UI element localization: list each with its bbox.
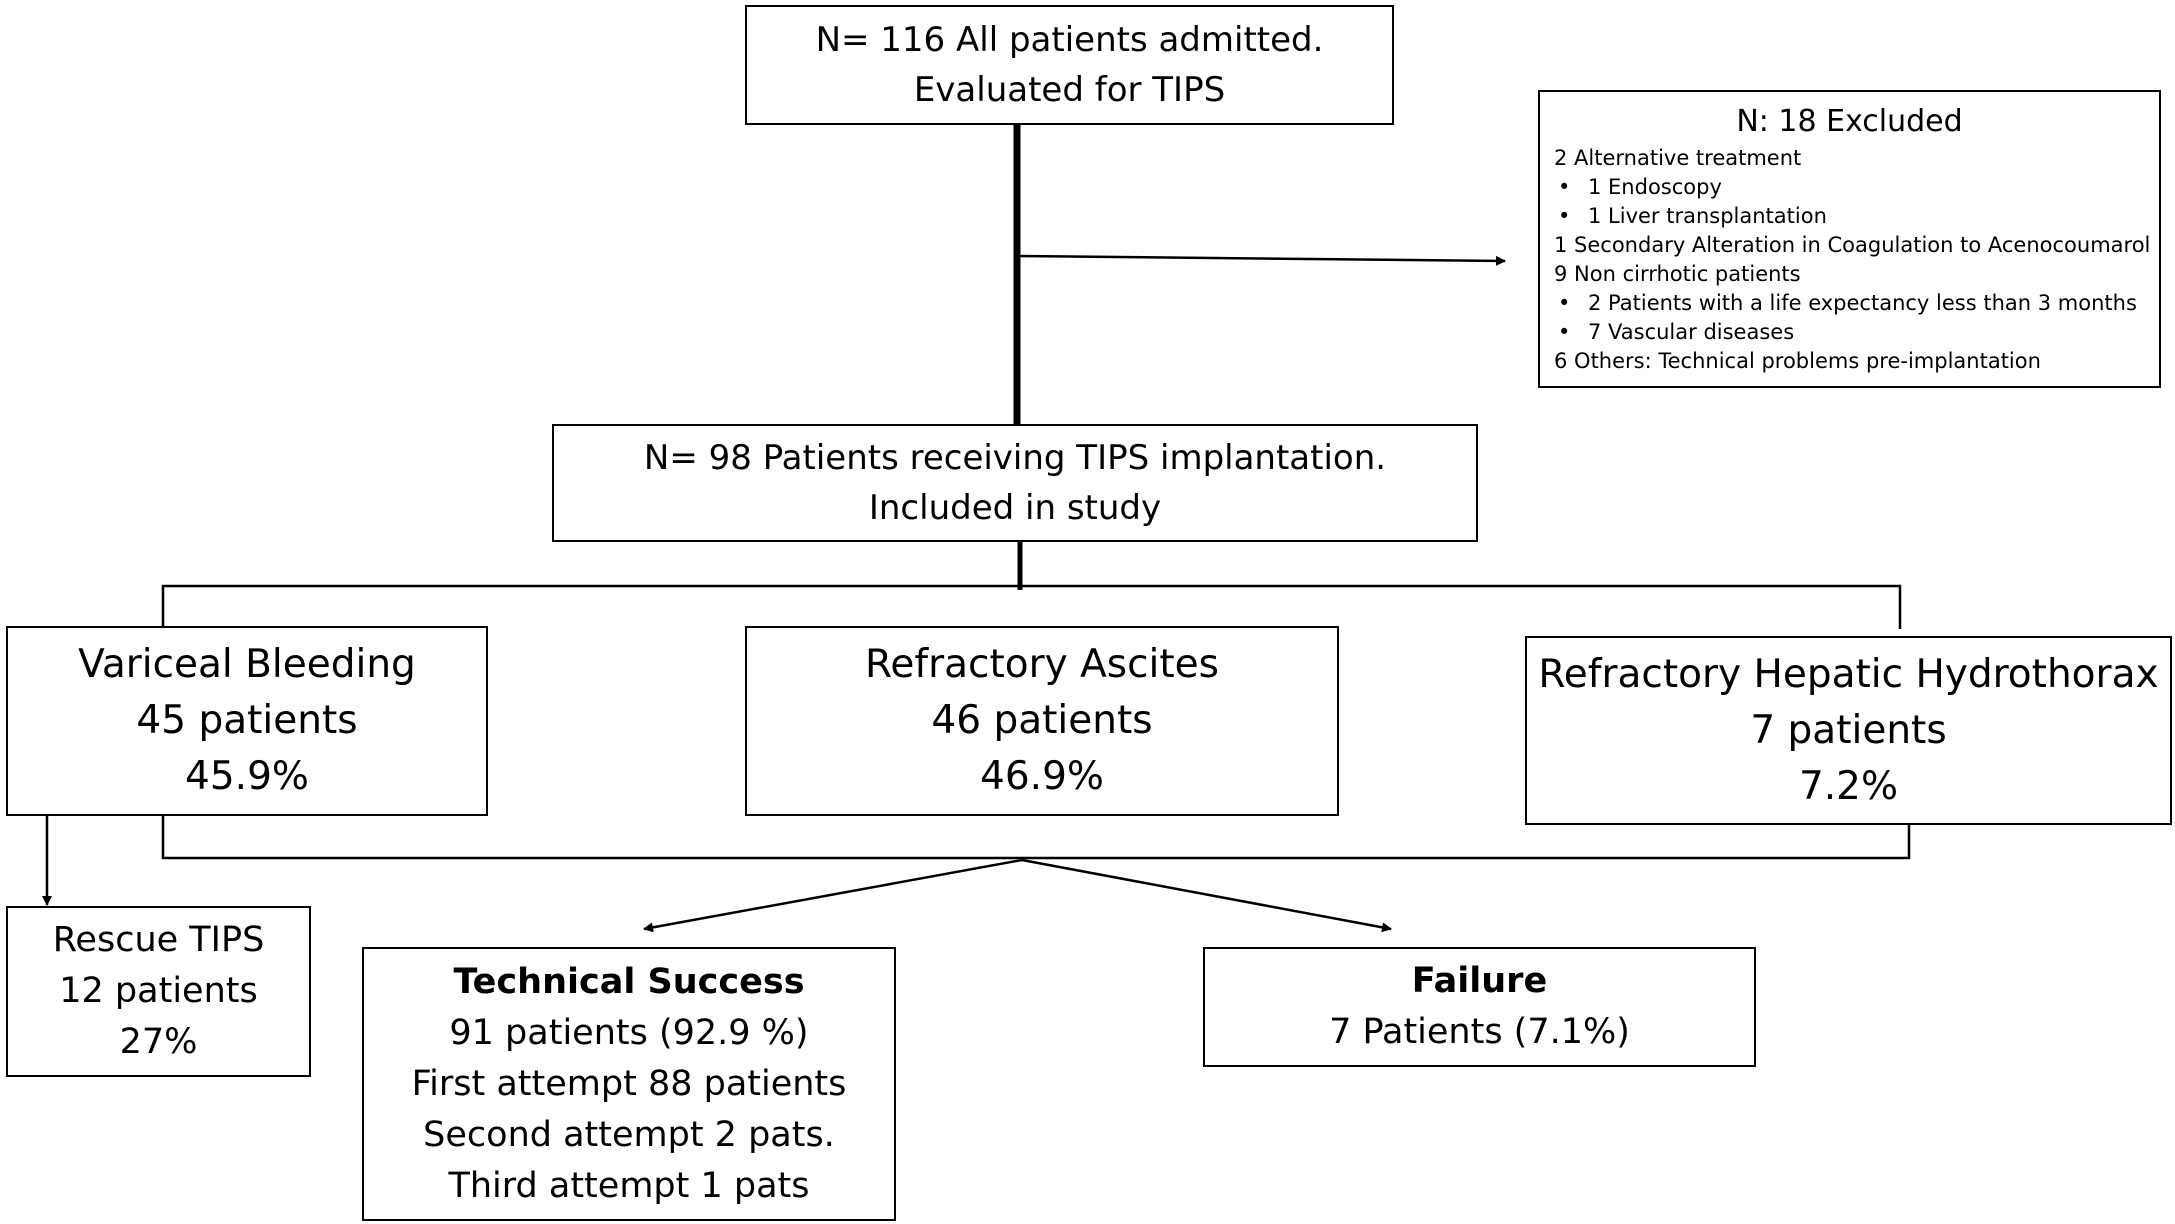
variceal-pct: 45.9% bbox=[185, 754, 309, 799]
failure-box: Failure 7 Patients (7.1%) bbox=[1203, 947, 1756, 1067]
excluded-item-text: 2 Alternative treatment bbox=[1554, 146, 1802, 170]
success-line2: First attempt 88 patients bbox=[411, 1063, 847, 1104]
rescue-line3: 27% bbox=[119, 1022, 198, 1062]
all-patients-line2: Evaluated for TIPS bbox=[913, 70, 1226, 110]
variceal-bleeding-box: Variceal Bleeding 45 patients 45.9% bbox=[6, 626, 488, 816]
excluded-item-text: 2 Patients with a life expectancy less t… bbox=[1588, 291, 2137, 315]
excluded-item-text: 1 Secondary Alteration in Coagulation to… bbox=[1554, 233, 2151, 257]
excluded-item-text: 1 Liver transplantation bbox=[1588, 204, 1827, 228]
excluded-item: • 1 Liver transplantation bbox=[1554, 202, 2150, 231]
hydrothorax-count: 7 patients bbox=[1750, 707, 1947, 753]
success-arrow bbox=[643, 858, 1023, 933]
bullet-icon: • bbox=[1558, 204, 1571, 228]
included-line1: N= 98 Patients receiving TIPS implantati… bbox=[643, 438, 1387, 478]
ascites-count: 46 patients bbox=[931, 698, 1153, 743]
bullet-icon: • bbox=[1558, 291, 1571, 315]
all-patients-line1: N= 116 All patients admitted. bbox=[815, 20, 1324, 60]
bullet-icon: • bbox=[1558, 320, 1571, 344]
excluded-item-text: 1 Endoscopy bbox=[1588, 175, 1722, 199]
success-line3: Second attempt 2 pats. bbox=[423, 1114, 835, 1155]
bullet-icon: • bbox=[1558, 175, 1571, 199]
ascites-pct: 46.9% bbox=[980, 754, 1104, 799]
excluded-item: 2 Alternative treatment bbox=[1554, 144, 2150, 173]
rescue-tips-box: Rescue TIPS 12 patients 27% bbox=[6, 906, 311, 1077]
success-line1: 91 patients (92.9 %) bbox=[449, 1012, 809, 1053]
all-patients-box: N= 116 All patients admitted. Evaluated … bbox=[745, 5, 1394, 125]
upper-bracket bbox=[161, 584, 1902, 629]
excluded-item: 1 Secondary Alteration in Coagulation to… bbox=[1554, 231, 2150, 260]
excluded-item-text: 6 Others: Technical problems pre-implant… bbox=[1554, 349, 2041, 373]
excluded-item: 6 Others: Technical problems pre-implant… bbox=[1554, 347, 2150, 376]
failure-title: Failure bbox=[1411, 961, 1548, 1001]
hydrothorax-pct: 7.2% bbox=[1798, 763, 1899, 809]
lower-bracket bbox=[161, 816, 1911, 860]
excluded-title: N: 18 Excluded bbox=[1736, 104, 1963, 139]
excluded-item: • 1 Endoscopy bbox=[1554, 173, 2150, 202]
rescue-line1: Rescue TIPS bbox=[52, 920, 265, 960]
excluded-item-text: 7 Vascular diseases bbox=[1588, 320, 1795, 344]
refractory-ascites-box: Refractory Ascites 46 patients 46.9% bbox=[745, 626, 1339, 816]
excluded-box: N: 18 Excluded 2 Alternative treatment • 1… bbox=[1538, 90, 2161, 388]
failure-line1: 7 Patients (7.1%) bbox=[1329, 1012, 1630, 1052]
exclusion-arrow bbox=[1018, 254, 1506, 266]
excluded-item: • 7 Vascular diseases bbox=[1554, 318, 2150, 347]
excluded-item: 9 Non cirrhotic patients bbox=[1554, 260, 2150, 289]
excluded-item-text: 9 Non cirrhotic patients bbox=[1554, 262, 1801, 286]
success-title: Technical Success bbox=[453, 961, 805, 1002]
variceal-name: Variceal Bleeding bbox=[78, 642, 416, 687]
ascites-name: Refractory Ascites bbox=[865, 642, 1219, 687]
included-line2: Included in study bbox=[868, 488, 1162, 528]
hydrothorax-box: Refractory Hepatic Hydrothorax 7 patient… bbox=[1525, 636, 2172, 825]
failure-arrow bbox=[1021, 858, 1392, 933]
variceal-count: 45 patients bbox=[136, 698, 358, 743]
included-box: N= 98 Patients receiving TIPS implantati… bbox=[552, 424, 1478, 542]
rescue-line2: 12 patients bbox=[59, 971, 258, 1011]
excluded-item: • 2 Patients with a life expectancy less … bbox=[1554, 289, 2150, 318]
excluded-list: 2 Alternative treatment • 1 Endoscopy • 1 Li… bbox=[1554, 144, 2150, 376]
hydrothorax-name: Refractory Hepatic Hydrothorax bbox=[1538, 651, 2159, 697]
technical-success-box: Technical Success 91 patients (92.9 %) F… bbox=[362, 947, 896, 1221]
success-line4: Third attempt 1 pats bbox=[448, 1165, 810, 1206]
